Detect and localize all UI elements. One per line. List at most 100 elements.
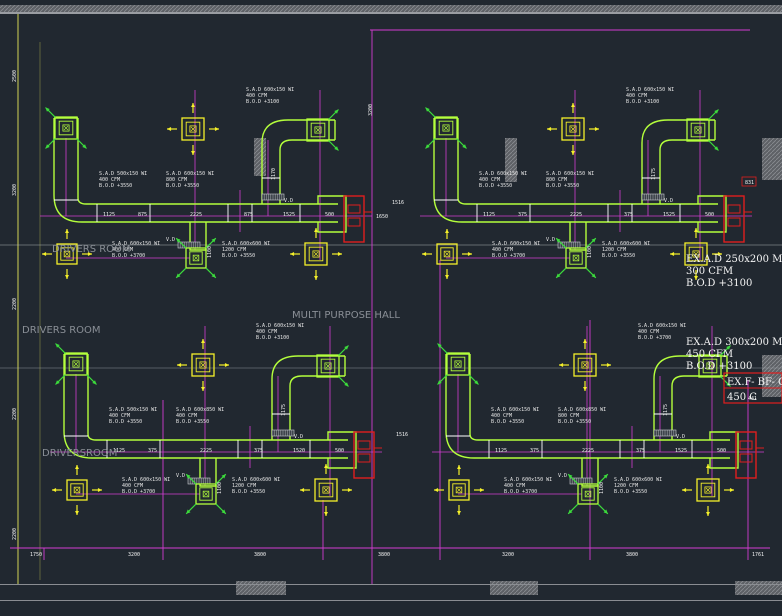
- vd-label-2: V.D: [166, 237, 175, 243]
- bottom-dimension: 1761: [752, 552, 764, 558]
- duct-diffuser-2: [698, 354, 722, 378]
- sad-label-mid-left-line: 400 CFM: [479, 177, 500, 183]
- duct-diffuser-3: [565, 247, 587, 269]
- sad-label-bottom-right-line: 1200 CFM: [614, 483, 638, 489]
- duct-diffuser-2: [316, 354, 340, 378]
- exhaust-note-1-line-3: B.O.D +3100: [686, 278, 752, 289]
- segment-dimension: 875: [244, 212, 253, 218]
- sad-label-mid-left-line: B.O.D +3550: [109, 419, 142, 425]
- sad-label-mid-right-line: 800 CFM: [546, 177, 567, 183]
- sad-label-top-line: 400 CFM: [256, 329, 277, 335]
- sad-label-top-line: B.O.D +3100: [626, 99, 659, 105]
- duct-diffuser-1: [64, 352, 88, 376]
- sad-label-bottom-left-line: B.O.D +3700: [492, 253, 525, 259]
- bottom-dimension: 3800: [626, 552, 638, 558]
- segment-dimension: 375: [636, 448, 645, 454]
- left-dimension: 2200: [12, 528, 18, 540]
- connector-dimension: 3200: [368, 104, 374, 116]
- sad-label-mid-right-line: B.O.D +3550: [546, 183, 579, 189]
- segment-dimension: 1125: [483, 212, 495, 218]
- left-dimension: 2200: [12, 298, 18, 310]
- left-dimension: 3200: [12, 184, 18, 196]
- sad-label-mid-left-line: S.A.D 600x150 WI: [491, 407, 539, 413]
- sad-label-mid-right-line: B.O.D +3550: [166, 183, 199, 189]
- sad-label-bottom-right-line: S.A.D 600x600 WI: [602, 241, 650, 247]
- segment-dimension: 2225: [200, 448, 212, 454]
- duct-diffuser-1: [54, 116, 78, 140]
- supply-duct: [433, 117, 727, 251]
- exhaust-fan-box-line-2: 450 C: [727, 392, 757, 403]
- right-marker-1: [741, 176, 757, 187]
- segment-dimension: 375: [254, 448, 263, 454]
- vd-label-1: V.D: [294, 434, 303, 440]
- vd-label-2: V.D: [546, 237, 555, 243]
- right-wall-segment-2: [762, 355, 782, 397]
- left-dimension: 2200: [12, 408, 18, 420]
- vertical-dimension-1: 1175: [651, 168, 657, 180]
- duct-diffuser-3: [577, 483, 599, 505]
- sad-label-mid-right-line: S.A.D 600x850 WI: [558, 407, 606, 413]
- sad-label-bottom-right-line: S.A.D 600x600 WI: [232, 477, 280, 483]
- supply-duct: [445, 353, 739, 487]
- sad-label-bottom-right-line: B.O.D +3550: [614, 489, 647, 495]
- room-label-drivers-room-2: DRIVERS ROOM: [22, 325, 101, 336]
- vd-label-2: V.D: [176, 473, 185, 479]
- bottom-dimension: 3800: [378, 552, 390, 558]
- exhaust-note-2: EX.A.D 300x200 MM 450 CFM B.O.D +3100: [686, 337, 782, 372]
- segment-dimension: 2225: [582, 448, 594, 454]
- sad-label-mid-left-line: 400 CFM: [109, 413, 130, 419]
- top-wall-edge: [0, 12, 782, 14]
- ceiling-diffuser-1: [191, 353, 215, 377]
- mid-column-2: [505, 138, 517, 182]
- segment-dimension: 2225: [190, 212, 202, 218]
- duct-diffuser-2: [686, 118, 710, 142]
- segment-dimension: 500: [335, 448, 344, 454]
- sad-label-top-line: 400 CFM: [626, 93, 647, 99]
- ceiling-diffuser-1: [573, 353, 597, 377]
- sad-label-top-line: S.A.D 600x150 WI: [246, 87, 294, 93]
- duct-diffuser-2: [306, 118, 330, 142]
- duct-diffuser-1: [434, 116, 458, 140]
- supply-duct: [63, 353, 357, 487]
- vertical-dimension-2: 1100: [217, 482, 223, 494]
- segment-dimension: 1125: [495, 448, 507, 454]
- exhaust-note-1: EX.A.D 250x200 MM 300 CFM B.O.D +3100: [686, 254, 782, 289]
- fan-coil-unit: [353, 431, 382, 479]
- vertical-dimension-1: 1175: [663, 404, 669, 416]
- ceiling-diffuser-1: [561, 117, 585, 141]
- bottom-wall-line: [0, 584, 782, 585]
- vertical-dimension-1: 1170: [271, 168, 277, 180]
- building-walls: [0, 5, 782, 601]
- vd-label-2: V.D: [558, 473, 567, 479]
- sad-label-mid-left-line: B.O.D +3550: [491, 419, 524, 425]
- sad-label-bottom-right-line: 1200 CFM: [602, 247, 626, 253]
- ceiling-diffuser-2: [56, 243, 78, 265]
- bottom-column-2: [490, 581, 538, 595]
- volume-damper-1: [653, 429, 677, 437]
- segment-dimension: 375: [148, 448, 157, 454]
- sad-label-bottom-left-line: B.O.D +3700: [112, 253, 145, 259]
- left-dimension: 2500: [12, 70, 18, 82]
- sad-label-top-line: S.A.D 600x150 WI: [256, 323, 304, 329]
- segment-dimension: 375: [530, 448, 539, 454]
- connector-dimension: 1516: [392, 200, 404, 206]
- sad-label-mid-right-line: S.A.D 600x150 WI: [546, 171, 594, 177]
- sad-label-bottom-right-line: S.A.D 600x600 WI: [614, 477, 662, 483]
- vertical-dimension-2: 1100: [587, 246, 593, 258]
- ceiling-diffuser-1: [181, 117, 205, 141]
- segment-dimension: 1525: [283, 212, 295, 218]
- vertical-dimension-1: 1175: [281, 404, 287, 416]
- bottom-column-3: [735, 581, 782, 595]
